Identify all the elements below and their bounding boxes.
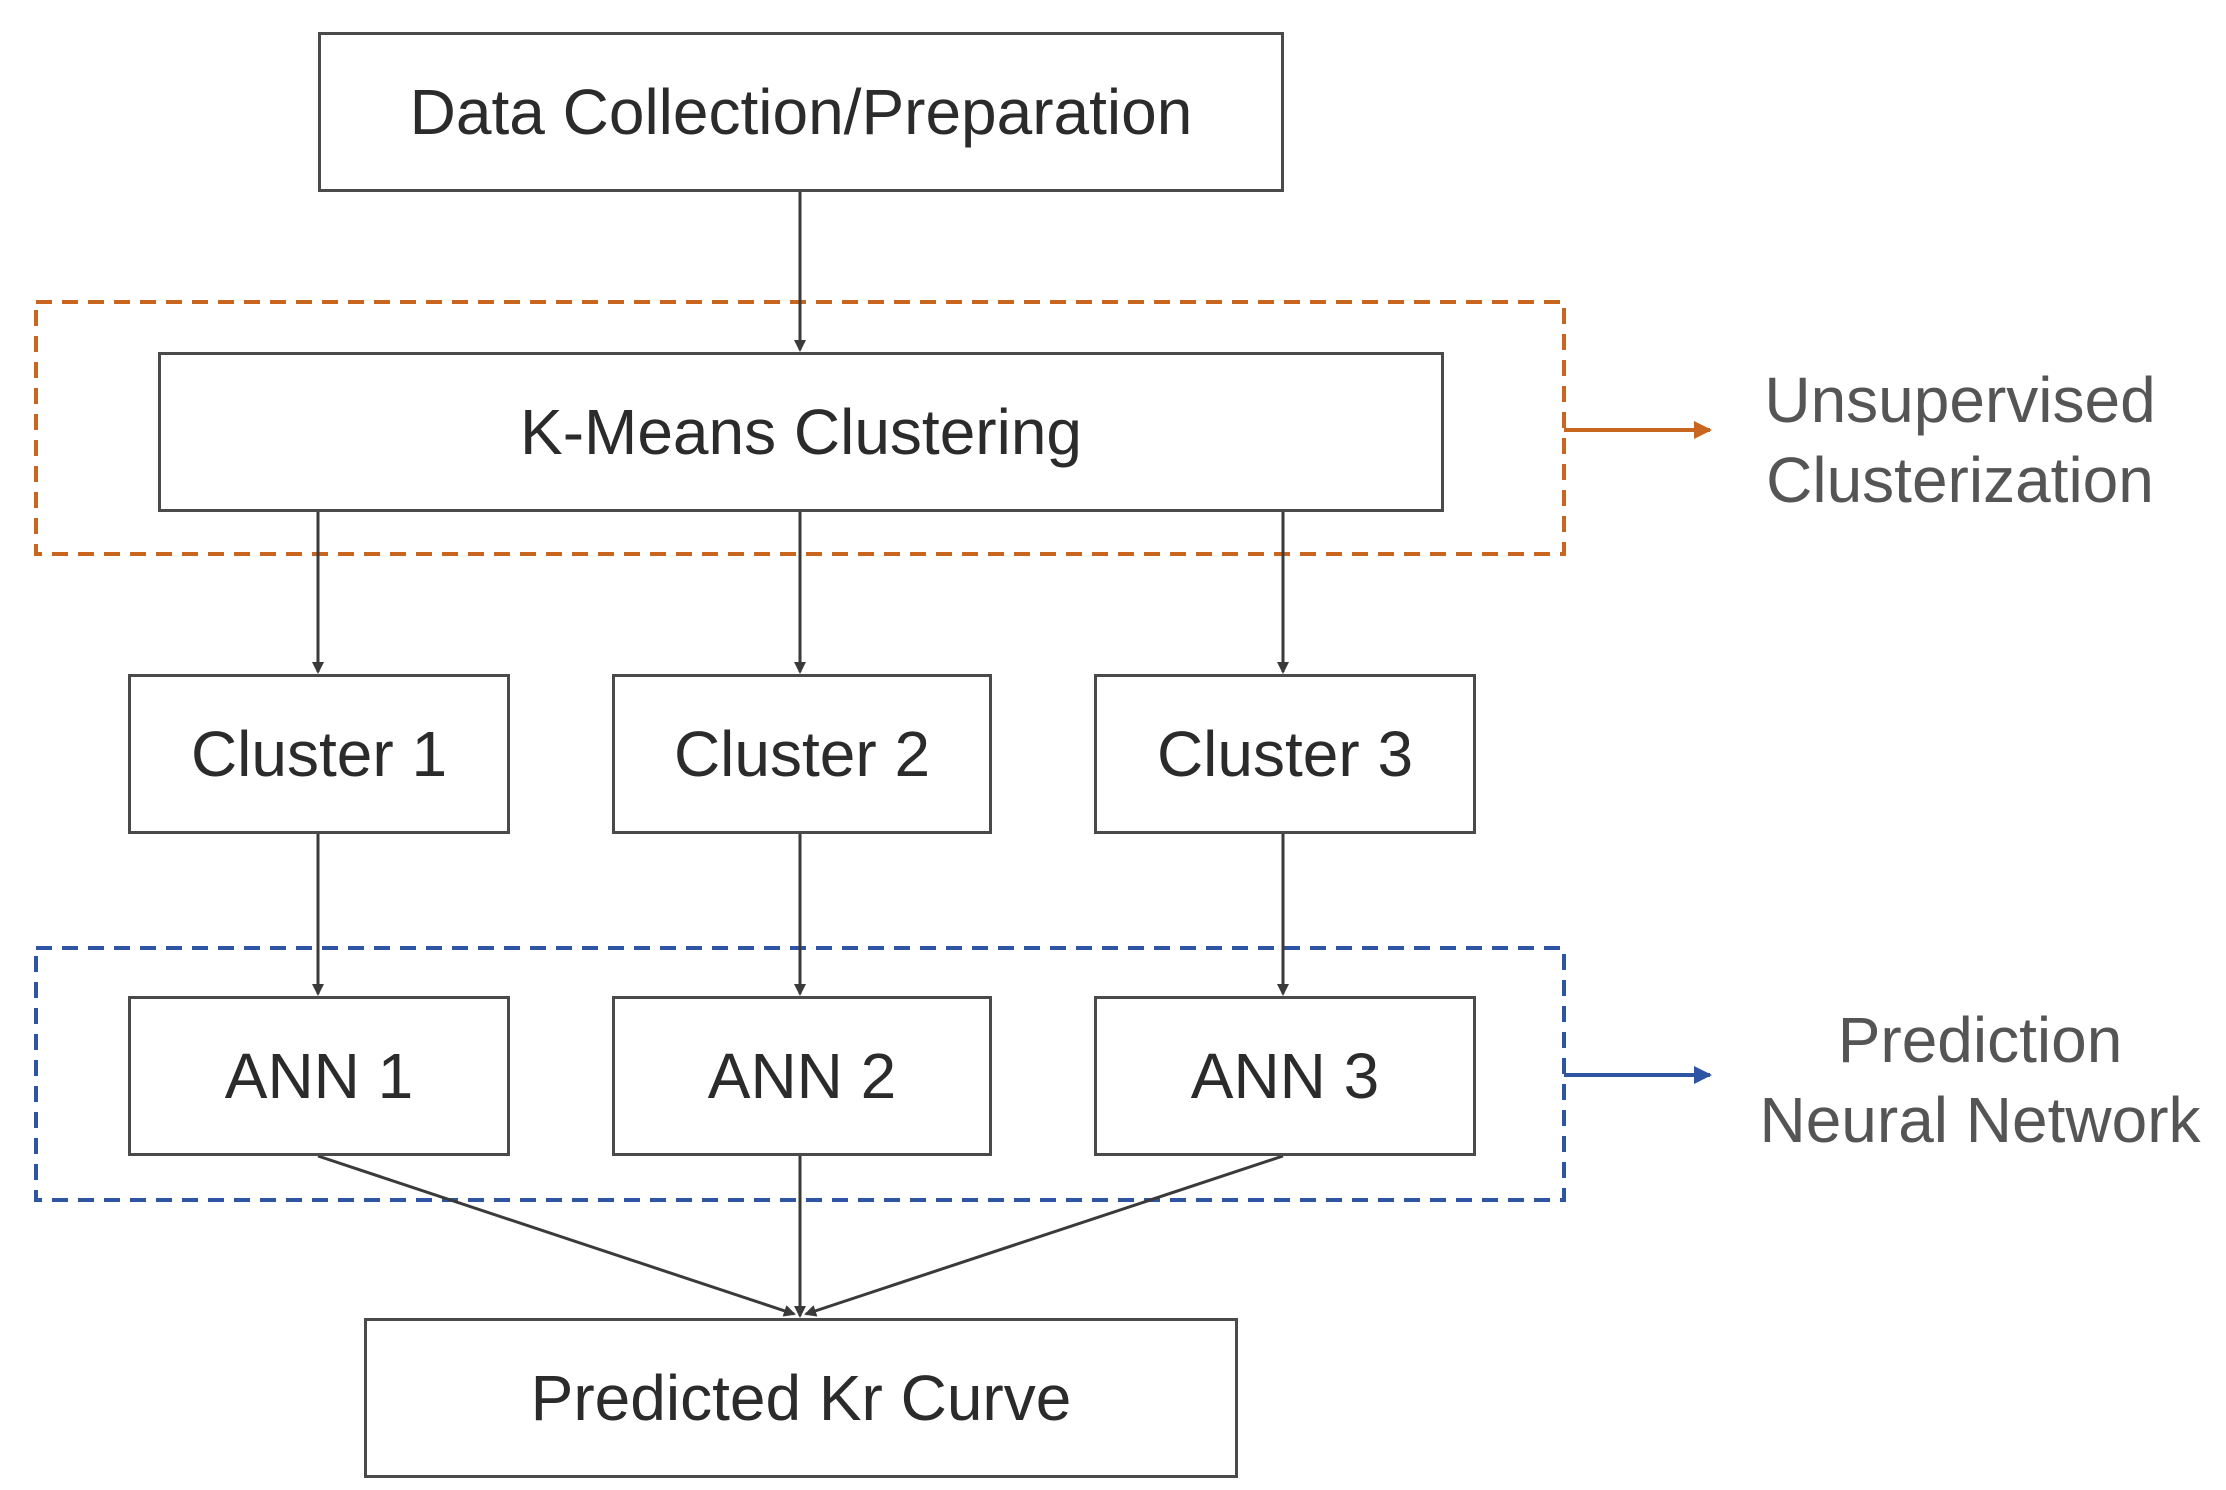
unsupervised-label-line-2: Clusterization: [1766, 444, 2154, 516]
ann-2-label: ANN 2: [707, 1040, 897, 1112]
cluster-2-box: Cluster 2: [612, 674, 992, 834]
cluster-1-label: Cluster 1: [190, 718, 448, 790]
kmeans-clustering-box: K-Means Clustering: [158, 352, 1444, 512]
arrow-ann-3-to-predicted: [804, 1154, 1284, 1317]
prediction-label-line-2: Neural Network: [1759, 1084, 2201, 1156]
data-collection-label: Data Collection/Preparation: [409, 76, 1193, 148]
ann-3-box: ANN 3: [1094, 996, 1476, 1156]
predicted-kr-curve-label: Predicted Kr Curve: [530, 1362, 1072, 1434]
ann-3-label: ANN 3: [1190, 1040, 1380, 1112]
arrow-ann-1-to-predicted: [317, 1154, 796, 1317]
cluster-1-box: Cluster 1: [128, 674, 510, 834]
cluster-2-label: Cluster 2: [673, 718, 931, 790]
unsupervised-clusterization-label: Unsupervised Clusterization: [1740, 360, 2180, 520]
unsupervised-label-line-1: Unsupervised: [1764, 364, 2156, 436]
data-collection-box: Data Collection/Preparation: [318, 32, 1284, 192]
cluster-3-label: Cluster 3: [1156, 718, 1414, 790]
ann-2-box: ANN 2: [612, 996, 992, 1156]
kmeans-clustering-label: K-Means Clustering: [520, 396, 1082, 468]
ann-1-box: ANN 1: [128, 996, 510, 1156]
predicted-kr-curve-box: Predicted Kr Curve: [364, 1318, 1238, 1478]
prediction-neural-network-label: Prediction Neural Network: [1740, 1000, 2220, 1160]
cluster-3-box: Cluster 3: [1094, 674, 1476, 834]
prediction-label-line-1: Prediction: [1837, 1004, 2123, 1076]
ann-1-label: ANN 1: [224, 1040, 414, 1112]
